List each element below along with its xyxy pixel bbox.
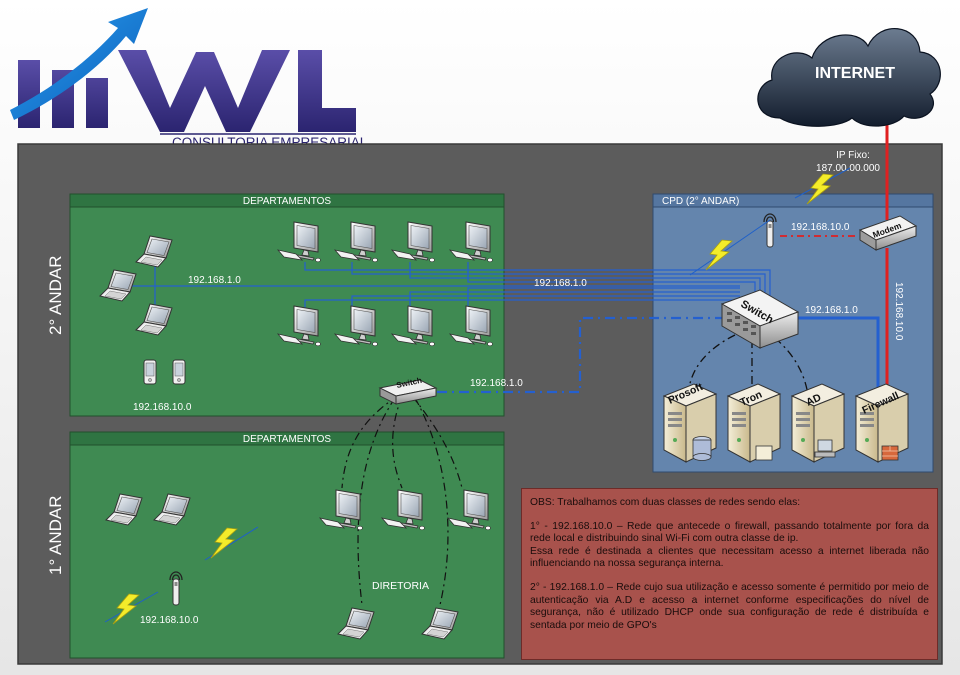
internet-cloud: INTERNET (757, 28, 941, 127)
dept-title-top: DEPARTAMENTOS (243, 196, 331, 207)
wan-links (780, 118, 889, 388)
label-wifi-first-floor: 192.168.10.0 (140, 615, 199, 626)
phone-icon (143, 359, 157, 385)
switch-small: Switch (378, 376, 438, 405)
company-logo: CONSULTORIA EMPRESARIAL (10, 8, 368, 150)
switch-main: Switch (720, 289, 800, 349)
server-firewall: Firewall (855, 383, 909, 463)
modem: Modem (858, 215, 918, 251)
label-lan-dept: 192.168.1.0 (188, 275, 241, 286)
label-lan-trunk: 192.168.1.0 (534, 278, 587, 289)
logo-bars (18, 60, 108, 128)
departments-2nd-floor: DEPARTAMENTOS (69, 193, 505, 417)
obs-heading: OBS: Trabalhamos com duas classes de red… (530, 497, 801, 508)
diretoria-links (341, 395, 463, 606)
obs-note: OBS: Trabalhamos com duas classes de red… (521, 488, 938, 660)
server-prosoft: Prosoft (663, 381, 717, 463)
internet-label: INTERNET (815, 65, 895, 82)
server-ad: AD (791, 383, 845, 463)
label-wifi-modem-firewall: 192.168.10.0 (893, 282, 904, 341)
logo-arrow-icon (10, 8, 148, 120)
phone-icon (172, 359, 186, 385)
dept-title-bottom: DEPARTAMENTOS (243, 434, 331, 445)
cpd-title: CPD (2° ANDAR) (662, 196, 739, 207)
logo-letter-w (118, 50, 290, 132)
obs-item-1b: Essa rede é destinada a clientes que nec… (530, 545, 929, 570)
floor-label-1: 1° ANDAR (46, 495, 65, 575)
server-tron: Tron (727, 383, 781, 463)
diretoria-label: DIRETORIA (372, 580, 429, 592)
obs-item-2: 2° - 192.168.1.0 – Rede cujo sua utiliza… (530, 581, 929, 631)
logo-letter-l (298, 50, 356, 132)
obs-item-1a: 1° - 192.168.10.0 – Rede que antecede o … (530, 520, 929, 545)
label-wifi-phones: 192.168.10.0 (133, 402, 192, 413)
label-lan-firewall: 192.168.1.0 (805, 305, 858, 316)
label-lan-switch2: 192.168.1.0 (470, 378, 523, 389)
server-label: AD (804, 391, 823, 408)
label-wifi-ap-cpd: 192.168.10.0 (791, 222, 850, 233)
ip-fixo-label: IP Fixo: (836, 150, 870, 161)
floor-label-2: 2° ANDAR (46, 255, 65, 335)
